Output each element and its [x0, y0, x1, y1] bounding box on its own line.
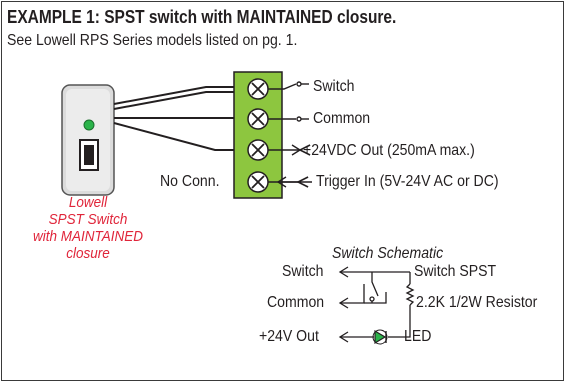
rocker-switch-icon: [79, 139, 99, 171]
cable-wires: [113, 86, 240, 151]
example-subtitle: See Lowell RPS Series models listed on p…: [7, 32, 298, 49]
device-caption-line: closure: [66, 245, 110, 262]
schematic-label-led: LED: [404, 328, 432, 345]
schematic-label-common: Common: [267, 294, 325, 311]
screw-cross-marks: [251, 82, 265, 189]
schematic-title: Switch Schematic: [332, 245, 444, 262]
schematic-label-switch-spst: Switch SPST: [414, 263, 497, 280]
terminal-label-common: Common: [313, 110, 371, 127]
indicator-led-icon: [83, 119, 95, 131]
terminal-label-power-out: +24VDC Out (250mA max.): [303, 142, 475, 159]
device-caption-line: SPST Switch: [48, 211, 128, 228]
device-caption-line: Lowell: [68, 194, 108, 211]
schematic-label-24v-out: +24V Out: [259, 328, 319, 345]
device-caption-line: with MAINTAINED: [32, 228, 143, 245]
arrow-icon: [291, 144, 302, 156]
device-caption: Lowell SPST Switch with MAINTAINED closu…: [25, 194, 151, 262]
watermark-stripe: [410, 0, 566, 140]
terminal-label-switch: Switch: [313, 78, 355, 95]
terminal-label-no-conn: No Conn.: [160, 173, 220, 190]
led-diode-icon: [372, 329, 388, 345]
terminal-label-trigger-in: Trigger In (5V-24V AC or DC): [316, 173, 499, 190]
schematic-label-resistor: 2.2K 1/2W Resistor: [416, 294, 538, 311]
wiring-diagram: [61, 0, 566, 345]
schematic-label-switch: Switch: [282, 263, 324, 280]
example-heading: EXAMPLE 1: SPST switch with MAINTAINED c…: [7, 7, 397, 27]
arrow-icon: [276, 176, 287, 188]
schematic-lines: [338, 266, 415, 343]
resistor-icon: [405, 283, 415, 306]
